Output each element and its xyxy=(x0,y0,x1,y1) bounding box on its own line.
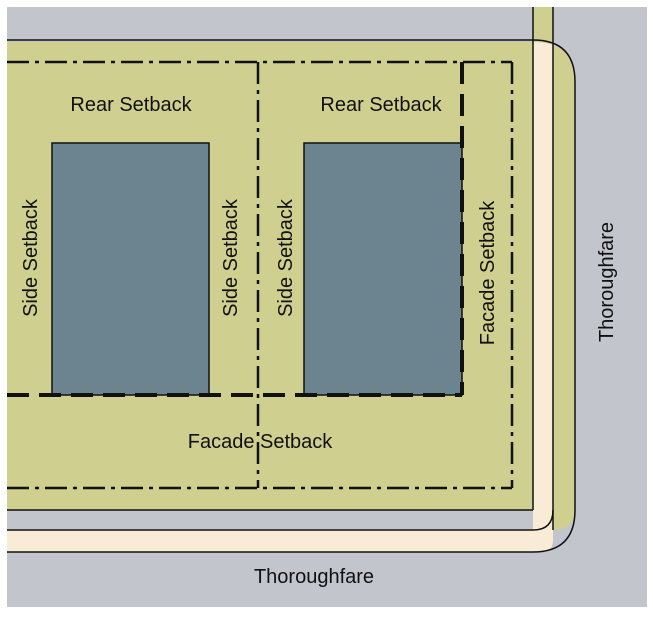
build-to-lines xyxy=(7,62,464,397)
side-setback-left-label: Side Setback xyxy=(20,198,42,317)
property-lines xyxy=(7,60,514,490)
rear-setback-right-label: Rear Setback xyxy=(320,94,442,116)
facade-setback-right-label: Facade Setback xyxy=(477,200,499,346)
side-setback-mid-right-label: Side Setback xyxy=(275,198,297,317)
lot-area xyxy=(7,7,575,530)
sidewalk-inner-corner xyxy=(532,509,554,531)
building-left xyxy=(52,143,209,395)
side-setback-mid-left-label: Side Setback xyxy=(220,198,242,317)
block-outline xyxy=(7,39,576,553)
thoroughfare-right-label: Thoroughfare xyxy=(596,222,618,342)
rear-setback-left-label: Rear Setback xyxy=(70,94,192,116)
building-right xyxy=(304,143,462,395)
thoroughfare-bottom-label: Thoroughfare xyxy=(254,566,374,588)
facade-setback-bottom-label: Facade Setback xyxy=(188,431,334,453)
building-left-outline xyxy=(51,142,210,396)
